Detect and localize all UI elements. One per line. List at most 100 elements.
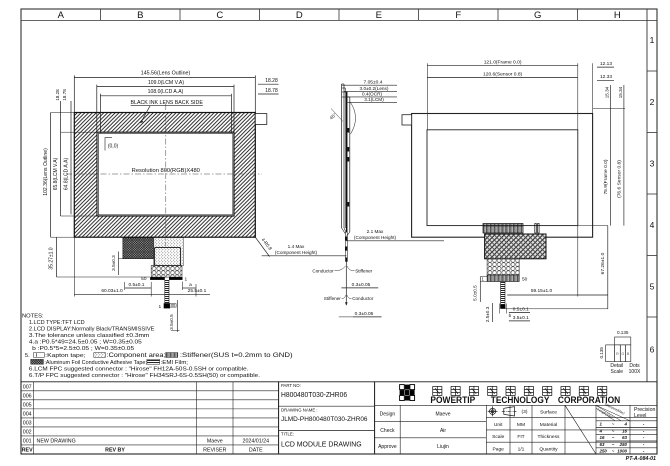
svg-text:15.34: 15.34 (605, 86, 610, 98)
svg-text:0.135: 0.135 (617, 330, 629, 335)
svg-text:Material: Material (540, 422, 557, 428)
svg-text:108.0(LCD A.A): 108.0(LCD A.A) (148, 89, 184, 95)
svg-text:~: ~ (612, 442, 615, 447)
svg-text:3.The tolerance unless clas: 3.The tolerance unless classified ±0.3mm (29, 333, 150, 339)
svg-text:NEW DRAWING: NEW DRAWING (37, 439, 76, 445)
svg-text:4: 4 (650, 220, 655, 230)
svg-text:7.05±0.4: 7.05±0.4 (363, 80, 382, 86)
svg-text:0.5±0.1: 0.5±0.1 (129, 282, 145, 288)
svg-text:145.56(Lens Outline): 145.56(Lens Outline) (141, 70, 191, 76)
svg-text:DRAWING NAME :: DRAWING NAME : (281, 407, 318, 412)
svg-text:Stiffener: Stiffener (324, 296, 341, 301)
svg-text:(0,0): (0,0) (108, 144, 119, 150)
svg-text:Scale: Scale (611, 369, 624, 375)
svg-text:b :P0.5*5=2.5±0.05 ; W=0.35: b :P0.5*5=2.5±0.05 ; W=0.35±0.05 (32, 346, 134, 352)
svg-text:Resolution 800(RGB)X480: Resolution 800(RGB)X480 (132, 168, 200, 174)
svg-text:0.5±0.1: 0.5±0.1 (513, 307, 529, 313)
svg-text:-: - (643, 429, 645, 434)
svg-text:0.135: 0.135 (599, 347, 604, 359)
svg-text:R: R (616, 352, 619, 356)
svg-text:Unit: Unit (494, 422, 503, 428)
svg-text:Stiffener: Stiffener (355, 268, 372, 273)
svg-text:Page: Page (492, 446, 504, 452)
svg-text:50: 50 (522, 277, 528, 283)
svg-text:4: 4 (599, 428, 603, 433)
svg-text:-: - (643, 443, 645, 448)
svg-text:3.1(LCM): 3.1(LCM) (364, 97, 384, 102)
svg-text:a: a (189, 283, 192, 288)
svg-text:001: 001 (23, 439, 32, 445)
svg-text:(Component Height): (Component Height) (275, 250, 318, 255)
svg-text:3: 3 (650, 158, 655, 168)
svg-text:5.0±0.5: 5.0±0.5 (473, 285, 478, 301)
svg-text::Stiffener(SUS t=0.2mm to G: :Stiffener(SUS t=0.2mm to GND) (180, 353, 293, 359)
svg-text:120.6(Sensor 0.8): 120.6(Sensor 0.8) (483, 72, 523, 78)
svg-text:65.8(LCM V.A): 65.8(LCM V.A) (53, 157, 59, 190)
svg-text:DATE: DATE (249, 448, 263, 454)
svg-text:63: 63 (622, 435, 627, 440)
svg-text:Precision: Precision (634, 407, 655, 413)
svg-text:Thickness: Thickness (537, 434, 560, 440)
svg-text:~: ~ (612, 449, 615, 454)
svg-text:~: ~ (612, 428, 615, 433)
svg-text:Liujin: Liujin (437, 444, 449, 450)
svg-text:PT-A-084-01: PT-A-084-01 (626, 456, 656, 462)
svg-text:3.5±0.5: 3.5±0.5 (169, 314, 174, 330)
svg-text:~: ~ (612, 422, 615, 427)
svg-text:Level: Level (634, 413, 646, 419)
svg-text:Dots: Dots (629, 363, 640, 369)
svg-text:3.0±0.2(Lens): 3.0±0.2(Lens) (360, 86, 389, 91)
svg-text:75.9(Frame 0.0): 75.9(Frame 0.0) (603, 159, 609, 194)
svg-text:LCD MODULE DRAWING: LCD MODULE DRAWING (281, 440, 362, 449)
svg-text:REV: REV (22, 448, 33, 454)
svg-text:b: b (509, 313, 512, 318)
svg-text:Conductor: Conductor (352, 296, 374, 301)
svg-text::Component area;: :Component area; (106, 353, 166, 359)
svg-text:Surface: Surface (540, 409, 557, 415)
svg-text:45°: 45° (329, 112, 338, 120)
svg-text:~: ~ (612, 435, 615, 440)
svg-text:(Component Height): (Component Height) (354, 235, 397, 240)
svg-text::Kapton tape;: :Kapton tape; (45, 353, 86, 359)
svg-text:MM: MM (517, 422, 525, 428)
svg-text:H800480T030-ZHR06: H800480T030-ZHR06 (281, 392, 347, 399)
svg-text:Length(Min): Length(Min) (597, 407, 614, 419)
svg-text:-: - (643, 423, 645, 428)
svg-text:Check: Check (380, 428, 395, 434)
svg-text:100X: 100X (629, 369, 641, 375)
svg-text:Scale: Scale (492, 434, 505, 440)
svg-text:BLACK INK LENS BACK SIDE: BLACK INK LENS BACK SIDE (131, 100, 204, 106)
svg-text:2.LCD DISPLAY:Normally Black: 2.LCD DISPLAY:Normally Black/TRANSMISSIV… (29, 327, 155, 333)
svg-text:1: 1 (482, 276, 485, 281)
svg-text:102.36(Lens Outline): 102.36(Lens Outline) (43, 148, 49, 196)
svg-text:2: 2 (650, 97, 655, 107)
svg-text:2.1 Max: 2.1 Max (367, 229, 384, 234)
svg-text:6.LCM FPC suggested connect: 6.LCM FPC suggested connector : "Hirose"… (29, 366, 249, 372)
svg-text:Conductor: Conductor (312, 268, 334, 273)
svg-text:PART NO:: PART NO: (281, 383, 301, 388)
svg-text:POWERTIP: POWERTIP (430, 395, 475, 405)
svg-text:H: H (614, 10, 621, 21)
svg-text:Air: Air (440, 428, 446, 434)
svg-text:0.4(OCR): 0.4(OCR) (362, 91, 382, 96)
svg-text:250: 250 (619, 442, 628, 447)
svg-text:006: 006 (23, 394, 32, 400)
svg-text:Quantity: Quantity (539, 446, 558, 452)
svg-text:59.15±1.0: 59.15±1.0 (531, 288, 553, 294)
svg-text:64.8(LCD A.A): 64.8(LCD A.A) (64, 158, 70, 191)
svg-text:60.03±1.0: 60.03±1.0 (101, 288, 123, 294)
svg-text:REVISER: REVISER (203, 448, 226, 454)
svg-text:005: 005 (23, 403, 32, 409)
svg-text:1.4 Max: 1.4 Max (288, 244, 305, 249)
svg-text:18.78: 18.78 (62, 89, 67, 101)
svg-text:TECHNOLOGY: TECHNOLOGY (491, 395, 550, 405)
svg-text:63: 63 (600, 442, 605, 447)
svg-text:F: F (455, 10, 461, 21)
svg-text:15.34: 15.34 (618, 86, 623, 98)
svg-text:0.3±0.05: 0.3±0.05 (352, 282, 371, 288)
svg-text:D: D (296, 10, 303, 21)
svg-text:G: G (622, 352, 625, 356)
svg-text:Approve: Approve (378, 444, 397, 450)
svg-text:2.5±0.3: 2.5±0.3 (485, 306, 490, 322)
svg-text:FIT: FIT (517, 434, 524, 440)
